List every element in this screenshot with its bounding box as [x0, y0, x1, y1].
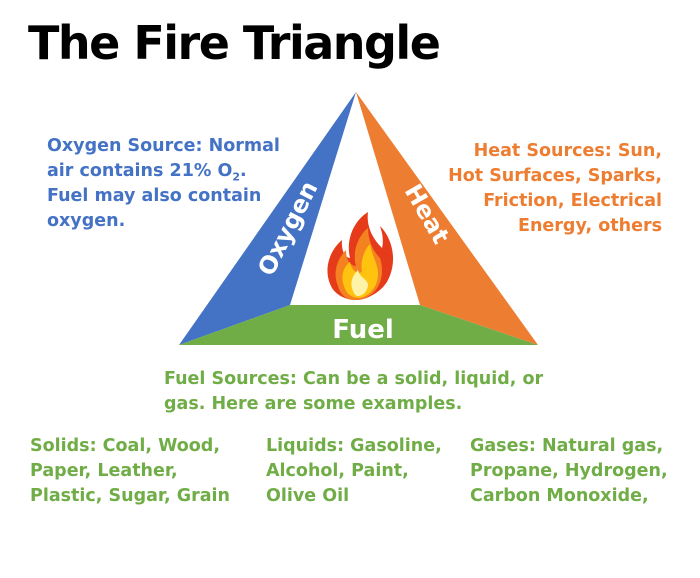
liquids-line: Liquids: Gasoline,	[266, 436, 442, 456]
gases-line: Gases: Natural gas,	[470, 436, 664, 456]
liquids-line: Alcohol, Paint,	[266, 461, 409, 481]
heat-line: Friction, Electrical	[483, 191, 662, 211]
oxygen-text-post: . Fuel may also contain oxygen.	[47, 161, 262, 231]
fuel-label: Fuel	[332, 315, 394, 345]
page-title: The Fire Triangle	[28, 16, 441, 70]
fuel-side	[179, 305, 538, 345]
heat-side	[356, 92, 538, 345]
solids-line: Solids: Coal, Wood,	[30, 436, 220, 456]
fuel-solids: Solids: Coal, Wood, Paper, Leather, Plas…	[30, 434, 230, 509]
oxygen-heading: Oxygen Source:	[47, 136, 203, 156]
oxygen-subscript: 2	[232, 170, 241, 184]
flame-icon	[327, 212, 394, 300]
heat-description: Heat Sources: Sun, Hot Surfaces, Sparks,…	[422, 139, 662, 239]
fuel-gases: Gases: Natural gas, Propane, Hydrogen, C…	[470, 434, 670, 509]
heat-line: Heat Sources: Sun,	[473, 141, 662, 161]
gases-line: Propane, Hydrogen,	[470, 461, 668, 481]
liquids-line: Olive Oil	[266, 486, 350, 506]
oxygen-side	[179, 92, 356, 345]
oxygen-text-pre: Normal air contains 21% O	[47, 136, 280, 181]
fuel-description: Fuel Sources: Can be a solid, liquid, or…	[164, 369, 544, 414]
solids-line: Plastic, Sugar, Grain	[30, 486, 230, 506]
heat-line: Energy, others	[518, 216, 662, 236]
oxygen-description: Oxygen Source: Normal air contains 21% O…	[47, 134, 287, 234]
fuel-liquids: Liquids: Gasoline, Alcohol, Paint, Olive…	[266, 434, 466, 509]
heat-line: Hot Surfaces, Sparks,	[448, 166, 662, 186]
gases-line: Carbon Monoxide,	[470, 486, 649, 506]
solids-line: Paper, Leather,	[30, 461, 178, 481]
